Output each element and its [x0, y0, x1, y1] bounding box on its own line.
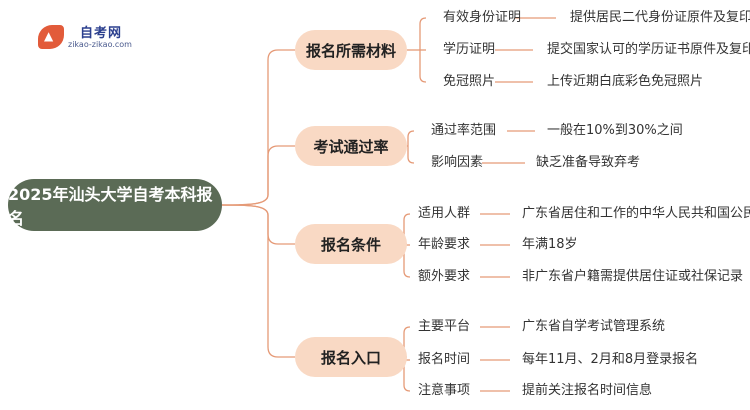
leaf-key: 有效身份证明	[443, 10, 522, 25]
leaf-key: 通过率范围	[431, 123, 497, 138]
leaf-key: 免冠照片	[443, 74, 496, 89]
root-branch-connector	[221, 145, 295, 206]
leaf-key: 注意事项	[418, 383, 471, 398]
leaf-value: 每年11月、2月和8月登录报名	[522, 352, 699, 367]
branch-pass-rate: 考试通过率	[295, 126, 407, 166]
logo-title: 自考网	[80, 26, 123, 41]
leaf-key: 适用人群	[418, 206, 471, 221]
leaf-key: 额外要求	[418, 269, 471, 284]
leaf-bracket	[407, 130, 415, 164]
leaf-key: 报名时间	[418, 352, 471, 367]
leaf-value: 提供居民二代身份证原件及复印件	[570, 10, 750, 25]
logo: ▲ 自考网 zikao-zikao.com	[38, 21, 168, 51]
leaf-key: 学历证明	[443, 42, 496, 57]
leaf-value: 一般在10%到30%之间	[547, 123, 683, 138]
leaf-key: 影响因素	[431, 155, 484, 170]
root-branch-connector	[221, 49, 295, 206]
graduation-cap-icon: ▲	[38, 25, 64, 49]
branch-materials: 报名所需材料	[295, 30, 407, 70]
branch-conditions: 报名条件	[295, 224, 407, 264]
branch-entry: 报名入口	[295, 337, 407, 377]
leaf-value: 缺乏准备导致弃考	[536, 155, 641, 170]
root-branch-connector	[221, 204, 295, 358]
leaf-value: 提交国家认可的学历证书原件及复印件	[547, 42, 750, 57]
leaf-value: 提前关注报名时间信息	[522, 383, 653, 398]
root-branch-connector	[221, 204, 295, 245]
leaf-value: 非广东省户籍需提供居住证或社保记录	[522, 269, 744, 284]
leaf-value: 广东省自学考试管理系统	[522, 319, 666, 334]
leaf-value: 广东省居住和工作的中华人民共和国公民	[522, 206, 750, 221]
leaf-value: 年满18岁	[522, 237, 578, 252]
logo-subtitle: zikao-zikao.com	[68, 40, 132, 49]
leaf-key: 年龄要求	[418, 237, 471, 252]
leaf-value: 上传近期白底彩色免冠照片	[547, 74, 704, 89]
leaf-key: 主要平台	[418, 319, 471, 334]
root-node: 2025年汕头大学自考本科报名	[8, 179, 222, 231]
